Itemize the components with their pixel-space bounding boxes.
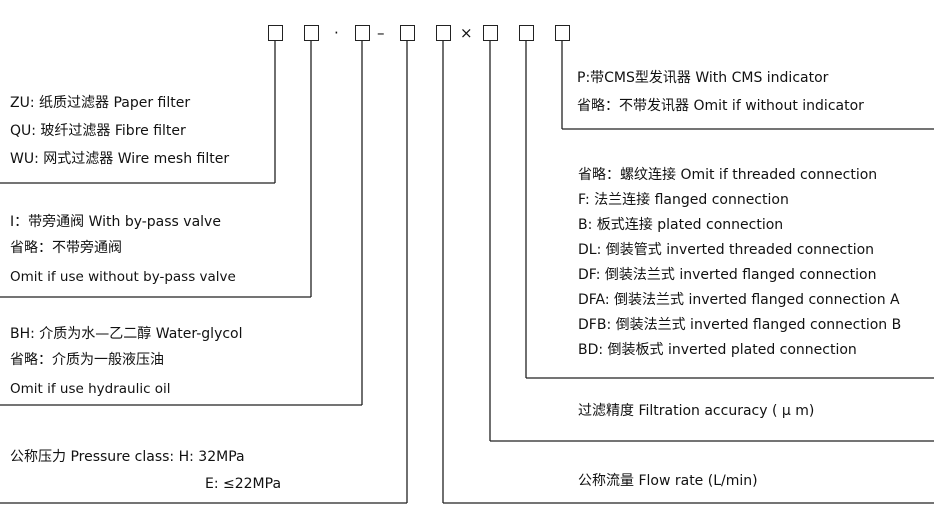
bypass-omit-cn: 省略：不带旁通阀 (10, 240, 122, 256)
medium-paper: ZU: 纸质过滤器 Paper filter (10, 95, 191, 111)
pressure-class-h: 公称压力 Pressure class: H: 32MPa (10, 449, 245, 465)
bypass-omit-en: Omit if use without by-pass valve (10, 269, 236, 285)
connection-df: DF: 倒装法兰式 inverted flanged connection (578, 267, 877, 283)
dash-separator: – (377, 24, 385, 42)
filtration-accuracy: 过滤精度 Filtration accuracy ( μ m) (578, 403, 815, 419)
fluid-water-glycol: BH: 介质为水—乙二醇 Water-glycol (10, 326, 243, 342)
code-box-4 (400, 25, 415, 41)
fluid-omit-en: Omit if use hydraulic oil (10, 381, 171, 397)
connection-dfb: DFB: 倒装法兰式 inverted flanged connection B (578, 317, 902, 333)
code-box-7 (519, 25, 534, 41)
indicator-cms: P:带CMS型发讯器 With CMS indicator (577, 70, 829, 86)
code-box-2 (304, 25, 319, 41)
times-separator: × (460, 24, 473, 42)
code-box-3 (355, 25, 370, 41)
code-box-8 (555, 25, 570, 41)
connection-flanged: F: 法兰连接 flanged connection (578, 192, 789, 208)
medium-fibre: QU: 玻纤过滤器 Fibre filter (10, 123, 186, 139)
dot-separator: · (334, 24, 339, 42)
connection-bd: BD: 倒装板式 inverted plated connection (578, 342, 857, 358)
fluid-omit-cn: 省略：介质为一般液压油 (10, 352, 164, 368)
connection-dfa: DFA: 倒装法兰式 inverted flanged connection A (578, 292, 900, 308)
connection-plated: B: 板式连接 plated connection (578, 217, 784, 233)
indicator-omit: 省略：不带发讯器 Omit if without indicator (577, 98, 864, 114)
flow-rate: 公称流量 Flow rate (L/min) (578, 473, 758, 489)
pressure-class-e: E: ≤22MPa (205, 476, 282, 492)
connection-dl: DL: 倒装管式 inverted threaded connection (578, 242, 875, 258)
bypass-with: I：带旁通阀 With by-pass valve (10, 214, 221, 230)
code-box-6 (483, 25, 498, 41)
code-box-5 (436, 25, 451, 41)
code-box-1 (268, 25, 283, 41)
medium-wire: WU: 网式过滤器 Wire mesh filter (10, 151, 230, 167)
connection-threaded: 省略：螺纹连接 Omit if threaded connection (578, 167, 878, 183)
